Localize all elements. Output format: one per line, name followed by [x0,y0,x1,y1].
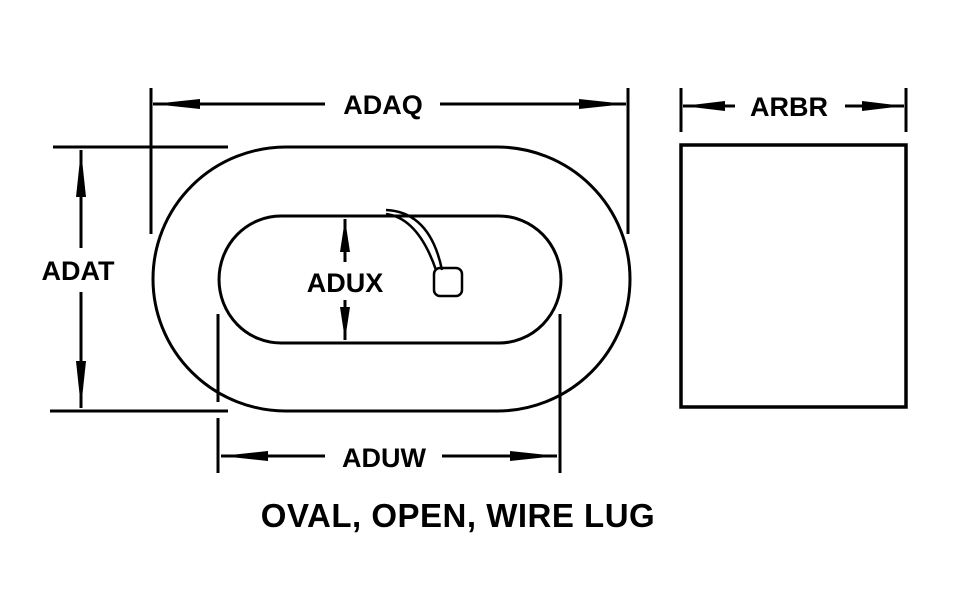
dimension-aduw: ADUW [216,314,562,473]
dimension-adat: ADAT [42,145,228,413]
dimension-label-aduw: ADUW [342,443,426,473]
dimension-label-adat: ADAT [42,256,115,286]
outer-oval-outline [151,145,632,413]
inner-slot-outline [217,214,563,345]
dimension-label-arbr: ARBR [750,92,828,122]
wire-icon [385,208,464,298]
dimension-adux: ADUX [307,219,384,340]
dimension-label-adaq: ADAQ [343,90,423,120]
drawing-title: OVAL, OPEN, WIRE LUG [261,497,655,534]
dimension-adaq: ADAQ [149,88,630,234]
dimension-label-adux: ADUX [307,268,384,298]
dimension-arbr: ARBR [679,88,908,132]
side-view-rectangle [679,143,908,409]
